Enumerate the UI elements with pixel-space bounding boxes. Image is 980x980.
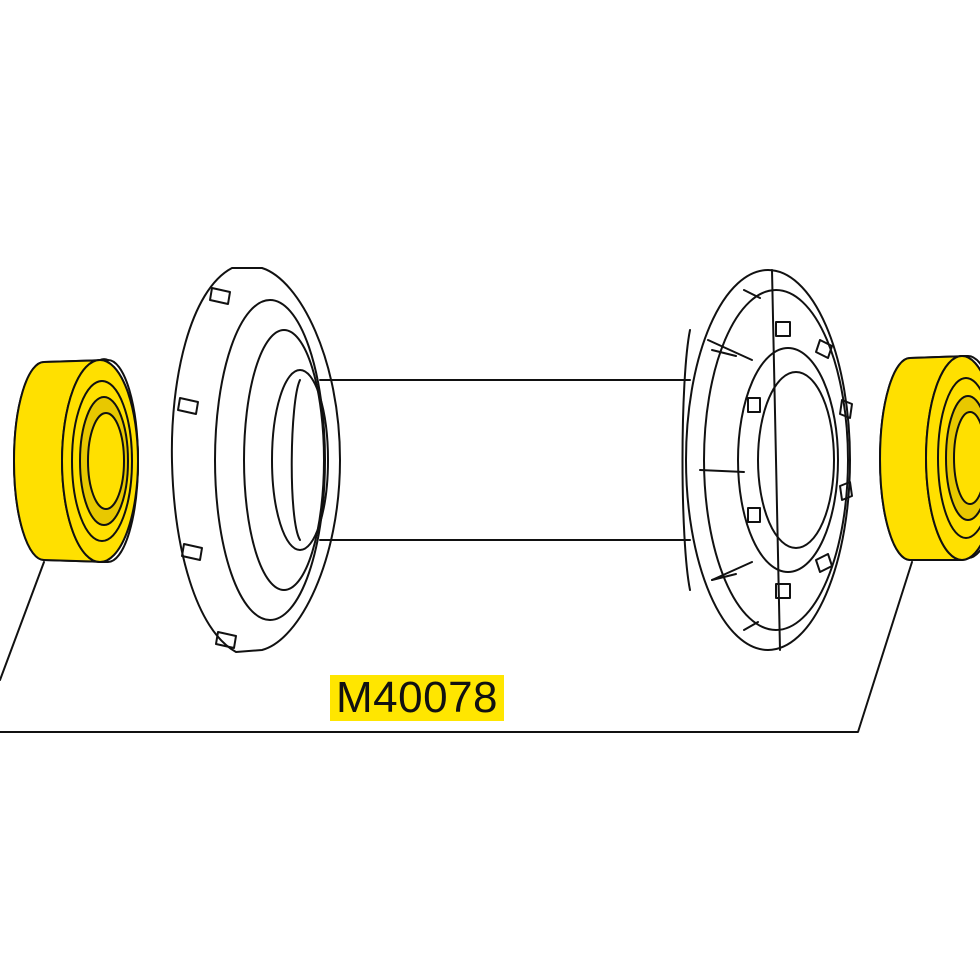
- part-number-label: M40078: [330, 673, 505, 722]
- leader-line-right: [0, 561, 913, 733]
- leader-line-left: [0, 561, 45, 681]
- right-flange: [681, 269, 853, 651]
- hub-shell: [170, 267, 853, 653]
- left-flange: [170, 267, 341, 653]
- hub-axle-tube: [319, 379, 691, 541]
- part-number-text: M40078: [336, 673, 499, 722]
